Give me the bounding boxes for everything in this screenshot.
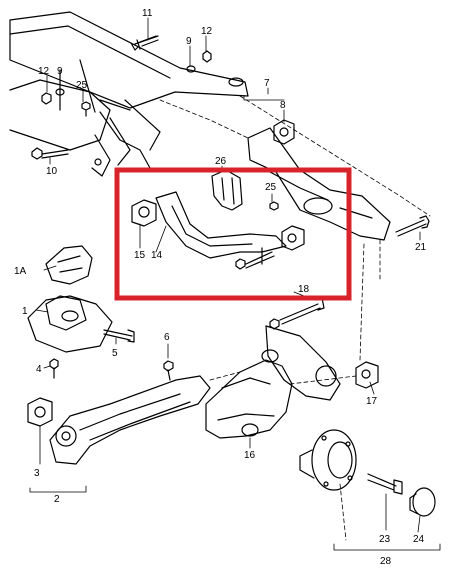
callout-26: 26	[215, 156, 227, 167]
bracket-26	[211, 169, 243, 211]
bolt-6	[163, 360, 174, 381]
callout-labels: 11 9 12 12 9 25 10 7 8 26 25 15 14 21 1A…	[14, 8, 427, 567]
subframe	[9, 11, 249, 177]
bolt-21	[395, 215, 430, 237]
callout-24: 24	[413, 534, 425, 545]
highlight-box	[114, 167, 352, 301]
bolt-11	[130, 35, 159, 51]
callout-4: 4	[36, 364, 42, 375]
callout-28: 28	[380, 556, 392, 567]
callout-21: 21	[415, 242, 427, 253]
callout-18: 18	[298, 284, 310, 295]
bushing-15-right	[281, 225, 305, 251]
callout-14: 14	[151, 250, 163, 261]
callout-6: 6	[164, 332, 170, 343]
nut-12-left	[41, 92, 52, 105]
wheel-bearing-housing-16	[205, 325, 341, 439]
link-arm-14	[155, 191, 287, 259]
nut-12	[202, 50, 212, 63]
callout-16: 16	[244, 450, 256, 461]
callout-25-right: 25	[265, 182, 277, 193]
callout-5: 5	[112, 348, 118, 359]
callout-9: 9	[186, 36, 192, 47]
bolt-25-right	[269, 201, 279, 211]
bolt-5	[103, 329, 135, 343]
callout-9-left: 9	[57, 66, 63, 77]
callout-25-left: 25	[76, 80, 88, 91]
trailing-arm-2	[49, 375, 211, 465]
callout-10: 10	[46, 166, 58, 177]
callout-12: 12	[201, 26, 213, 37]
callout-1A: 1A	[14, 266, 27, 277]
bolt-small-box	[235, 247, 275, 270]
mounting-bracket-1	[27, 295, 113, 353]
callout-7: 7	[264, 78, 270, 89]
washer-9	[186, 65, 196, 73]
callout-23: 23	[379, 534, 391, 545]
callout-2: 2	[54, 494, 60, 505]
hub-bolt-23	[367, 473, 403, 495]
callout-11: 11	[142, 8, 153, 19]
bolt-4	[49, 358, 59, 379]
dust-cap-24	[409, 487, 436, 517]
washer-9-left	[55, 88, 65, 96]
bolt-18	[269, 297, 325, 330]
leader-lines	[29, 17, 441, 551]
bolt-10	[31, 147, 69, 160]
bushing-15	[131, 199, 157, 227]
wheel-hub-28	[299, 429, 357, 491]
callout-8: 8	[280, 100, 286, 111]
callout-17: 17	[366, 396, 378, 407]
bushing-3	[27, 397, 53, 427]
callout-3: 3	[34, 468, 40, 479]
callout-12-left: 12	[38, 66, 50, 77]
bolt-25-left	[81, 101, 91, 117]
bushing-17	[355, 361, 379, 389]
callout-1: 1	[22, 306, 28, 317]
callout-15: 15	[134, 250, 146, 261]
rubber-buffer-1A	[45, 245, 93, 285]
